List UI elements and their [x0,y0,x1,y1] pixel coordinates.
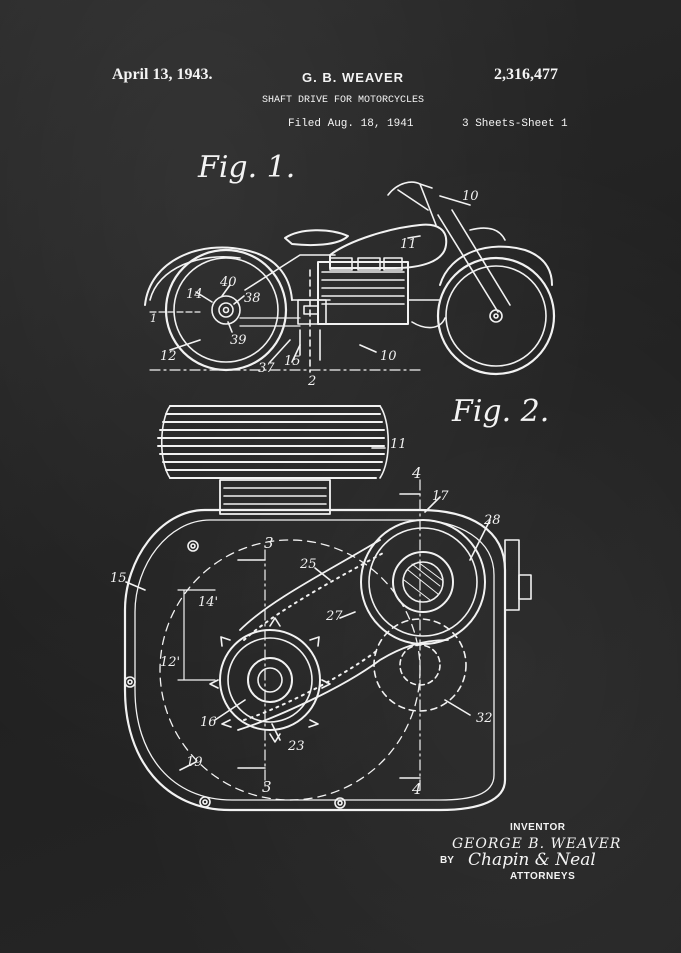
fig2-section: 3 [262,778,272,796]
fig2-ref: 14' [198,595,218,610]
fig2-ref: 27 [325,609,343,624]
sheet-count: 3 Sheets-Sheet 1 [462,118,568,130]
fig2-ref: 28 [483,513,501,528]
inventor-name: G. B. WEAVER [302,70,405,85]
fig2-ref: 16 [200,715,217,730]
patent-title: SHAFT DRIVE FOR MOTORCYCLES [262,95,425,106]
inventor-caption: INVENTOR [510,822,566,833]
fig1-ref: 10 [462,189,479,204]
fig2-section: 4 [411,780,422,798]
by-label: BY [440,855,454,866]
fig2-drive-housing [123,405,532,812]
fig1-ref: 12 [160,349,177,364]
fig2-references: 11 17 28 25 15 14' 12' 27 16 23 19 32 3 … [110,437,501,798]
fig1-ref: 37 [258,361,275,376]
fig2-ref: 25 [299,557,317,572]
fig1-section: 2 [307,374,316,389]
fig1-ref: 39 [230,333,247,348]
fig1-references: 10 11 40 14 38 39 12 37 15 10 2 1 [150,189,479,389]
fig2-label: Fig. 2. [452,394,550,429]
fig2-ref: 19 [186,755,203,770]
fig2-ref: 32 [476,711,493,726]
fig1-ref: 11 [400,237,417,252]
rear-wheel [164,248,288,372]
fig2-ref: 11 [390,437,407,452]
housing-outline [123,508,507,812]
fig2-section: 3 [264,534,274,552]
attorneys-signature: Chapin & Neal [468,850,596,870]
fig1-ref: 10 [380,349,397,364]
fig1-label: Fig. 1. [198,150,296,185]
attorneys-caption: ATTORNEYS [510,871,576,882]
fig1-ref: 40 [219,275,237,290]
fig1-ref: 14 [186,287,203,302]
fig1-motorcycle [144,181,556,376]
patent-number: 2,316,477 [494,66,558,83]
fig2-ref: 17 [432,489,449,504]
filed-date: Filed Aug. 18, 1941 [288,118,414,130]
seat [284,229,349,246]
lower-sprocket [219,629,321,731]
inventor-signature: GEORGE B. WEAVER [452,836,622,852]
fig2-ref: 15 [110,571,127,586]
fig2-ref: 23 [287,739,305,754]
upper-sprocket [360,519,486,645]
fig2-ref: 12' [160,655,180,670]
fuel-tank [329,223,448,269]
fig1-ref: 15 [284,354,301,369]
fig2-section: 4 [411,464,422,482]
fig1-ref: 38 [244,291,261,306]
cylinder-fins [157,405,390,479]
engine [317,261,409,325]
patent-date: April 13, 1943. [112,66,213,83]
front-wheel [436,256,556,376]
fig1-ref: 1 [150,312,157,325]
